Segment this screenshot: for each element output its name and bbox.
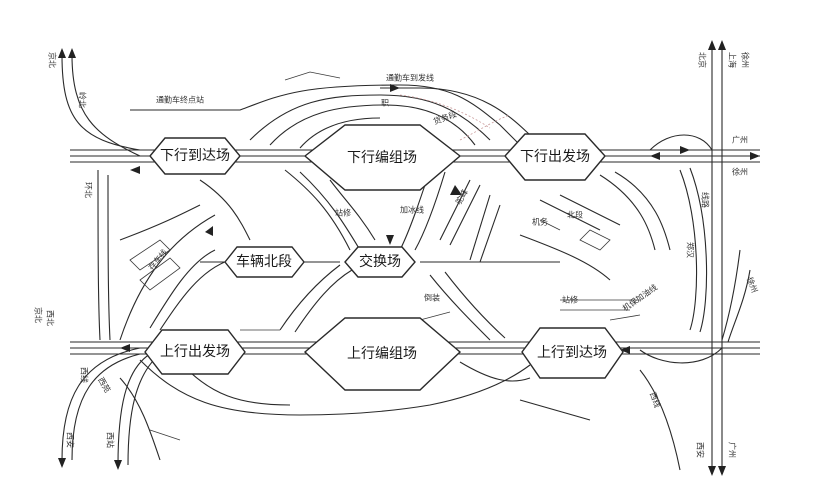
label-xuzhou: 徐州 <box>732 167 748 177</box>
label-xi-line: 西线 <box>80 367 90 383</box>
label-wuhan: 郑汉 <box>686 242 696 258</box>
direction-arrows <box>58 40 760 476</box>
label-beijing-l: 京北 <box>34 307 44 323</box>
label-line-zhi: 职 <box>381 99 389 108</box>
arrow-right-upper <box>390 84 400 92</box>
label-station-repair: 站修 <box>335 208 351 218</box>
arrow-left-main <box>650 152 660 160</box>
label-xuzhou-r: 徐州 <box>741 52 751 68</box>
label-mech-loco: 机保加油线 <box>620 282 659 313</box>
yard-up-departure: 上行出发场 <box>144 329 246 375</box>
label-locomotive: 机务 <box>532 217 548 227</box>
label-yard-small: 存车线 <box>146 247 169 272</box>
yard-label-down-arrival: 下行到达场 <box>160 148 230 164</box>
label-shanghai: 上海 <box>728 52 738 68</box>
yard-label-down-departure: 下行出发场 <box>520 149 590 165</box>
label-beijing-r: 北京 <box>698 52 708 68</box>
label-car-repair-bottom: 站修 <box>562 295 578 305</box>
label-inversion: 倒装 <box>424 293 440 303</box>
arrow-mid-left <box>205 226 213 236</box>
label-beijing-tl: 京北 <box>48 52 58 68</box>
arrow-up-right <box>708 40 716 50</box>
yard-up-arrival: 上行到达场 <box>521 327 624 379</box>
arrow-up-left-2 <box>68 48 76 58</box>
middle-connections <box>119 169 671 341</box>
arrow-down-left-2 <box>114 460 122 470</box>
yard-depot-north: 车辆北段 <box>224 246 305 278</box>
approach-lines <box>61 45 751 471</box>
yard-label-depot-north: 车辆北段 <box>236 253 292 270</box>
arrow-left-entry <box>130 166 140 174</box>
arrow-up-right-2 <box>718 40 726 50</box>
yard-label-transfer: 交换场 <box>359 253 401 270</box>
label-lingnan: 岭北 <box>78 92 88 108</box>
yard-down-departure: 下行出发场 <box>504 133 606 181</box>
yard-label-up-departure: 上行出发场 <box>160 344 230 360</box>
arrow-down-right <box>708 466 716 476</box>
label-guangzhou: 广州 <box>732 135 748 145</box>
yard-label-up-marshalling: 上行编组场 <box>347 346 417 362</box>
label-commuter-arrival-line: 通勤车到发线 <box>386 73 434 83</box>
label-xuzhou-b: 徐州 <box>745 276 760 294</box>
arrow-down-left <box>58 458 66 468</box>
arrow-hump <box>450 185 462 195</box>
yard-transfer: 交换场 <box>344 246 416 278</box>
lower-loops <box>119 359 591 461</box>
arrow-right-main <box>680 146 690 154</box>
sidings <box>240 219 641 331</box>
label-ring-north: 环北 <box>84 182 93 198</box>
arrow-down-right-2 <box>718 466 726 476</box>
label-xibei: 西北 <box>46 310 55 326</box>
label-xizhan: 西站 <box>106 432 116 448</box>
label-north-section: 北段 <box>567 210 583 220</box>
arrow-up-left-1 <box>58 48 66 58</box>
label-guangzhou-r: 广州 <box>728 442 738 458</box>
upper-loops <box>130 71 536 149</box>
arrow-lower-right <box>620 346 630 354</box>
label-xian-line: 西线 <box>648 391 663 409</box>
arrow-down-center <box>386 235 394 245</box>
arrow-right-main-2 <box>750 152 760 160</box>
yard-up-marshalling: 上行编组场 <box>303 317 462 391</box>
label-line-r: 线路 <box>701 192 711 208</box>
yard-label-down-marshalling: 下行编组场 <box>347 150 417 166</box>
yard-down-marshalling: 下行编组场 <box>303 124 462 191</box>
label-commuter-terminal: 通勤车终点站 <box>156 95 204 105</box>
label-xi-an-r: 西安 <box>696 442 706 458</box>
arrow-left-lower <box>120 344 130 352</box>
yard-label-up-arrival: 上行到达场 <box>537 345 607 361</box>
yard-down-arrival: 下行到达场 <box>149 137 241 175</box>
label-xiyuan: 西苑 <box>96 375 113 394</box>
label-ice-line: 加冰线 <box>400 205 424 215</box>
label-xi-an: 西安 <box>66 432 76 448</box>
